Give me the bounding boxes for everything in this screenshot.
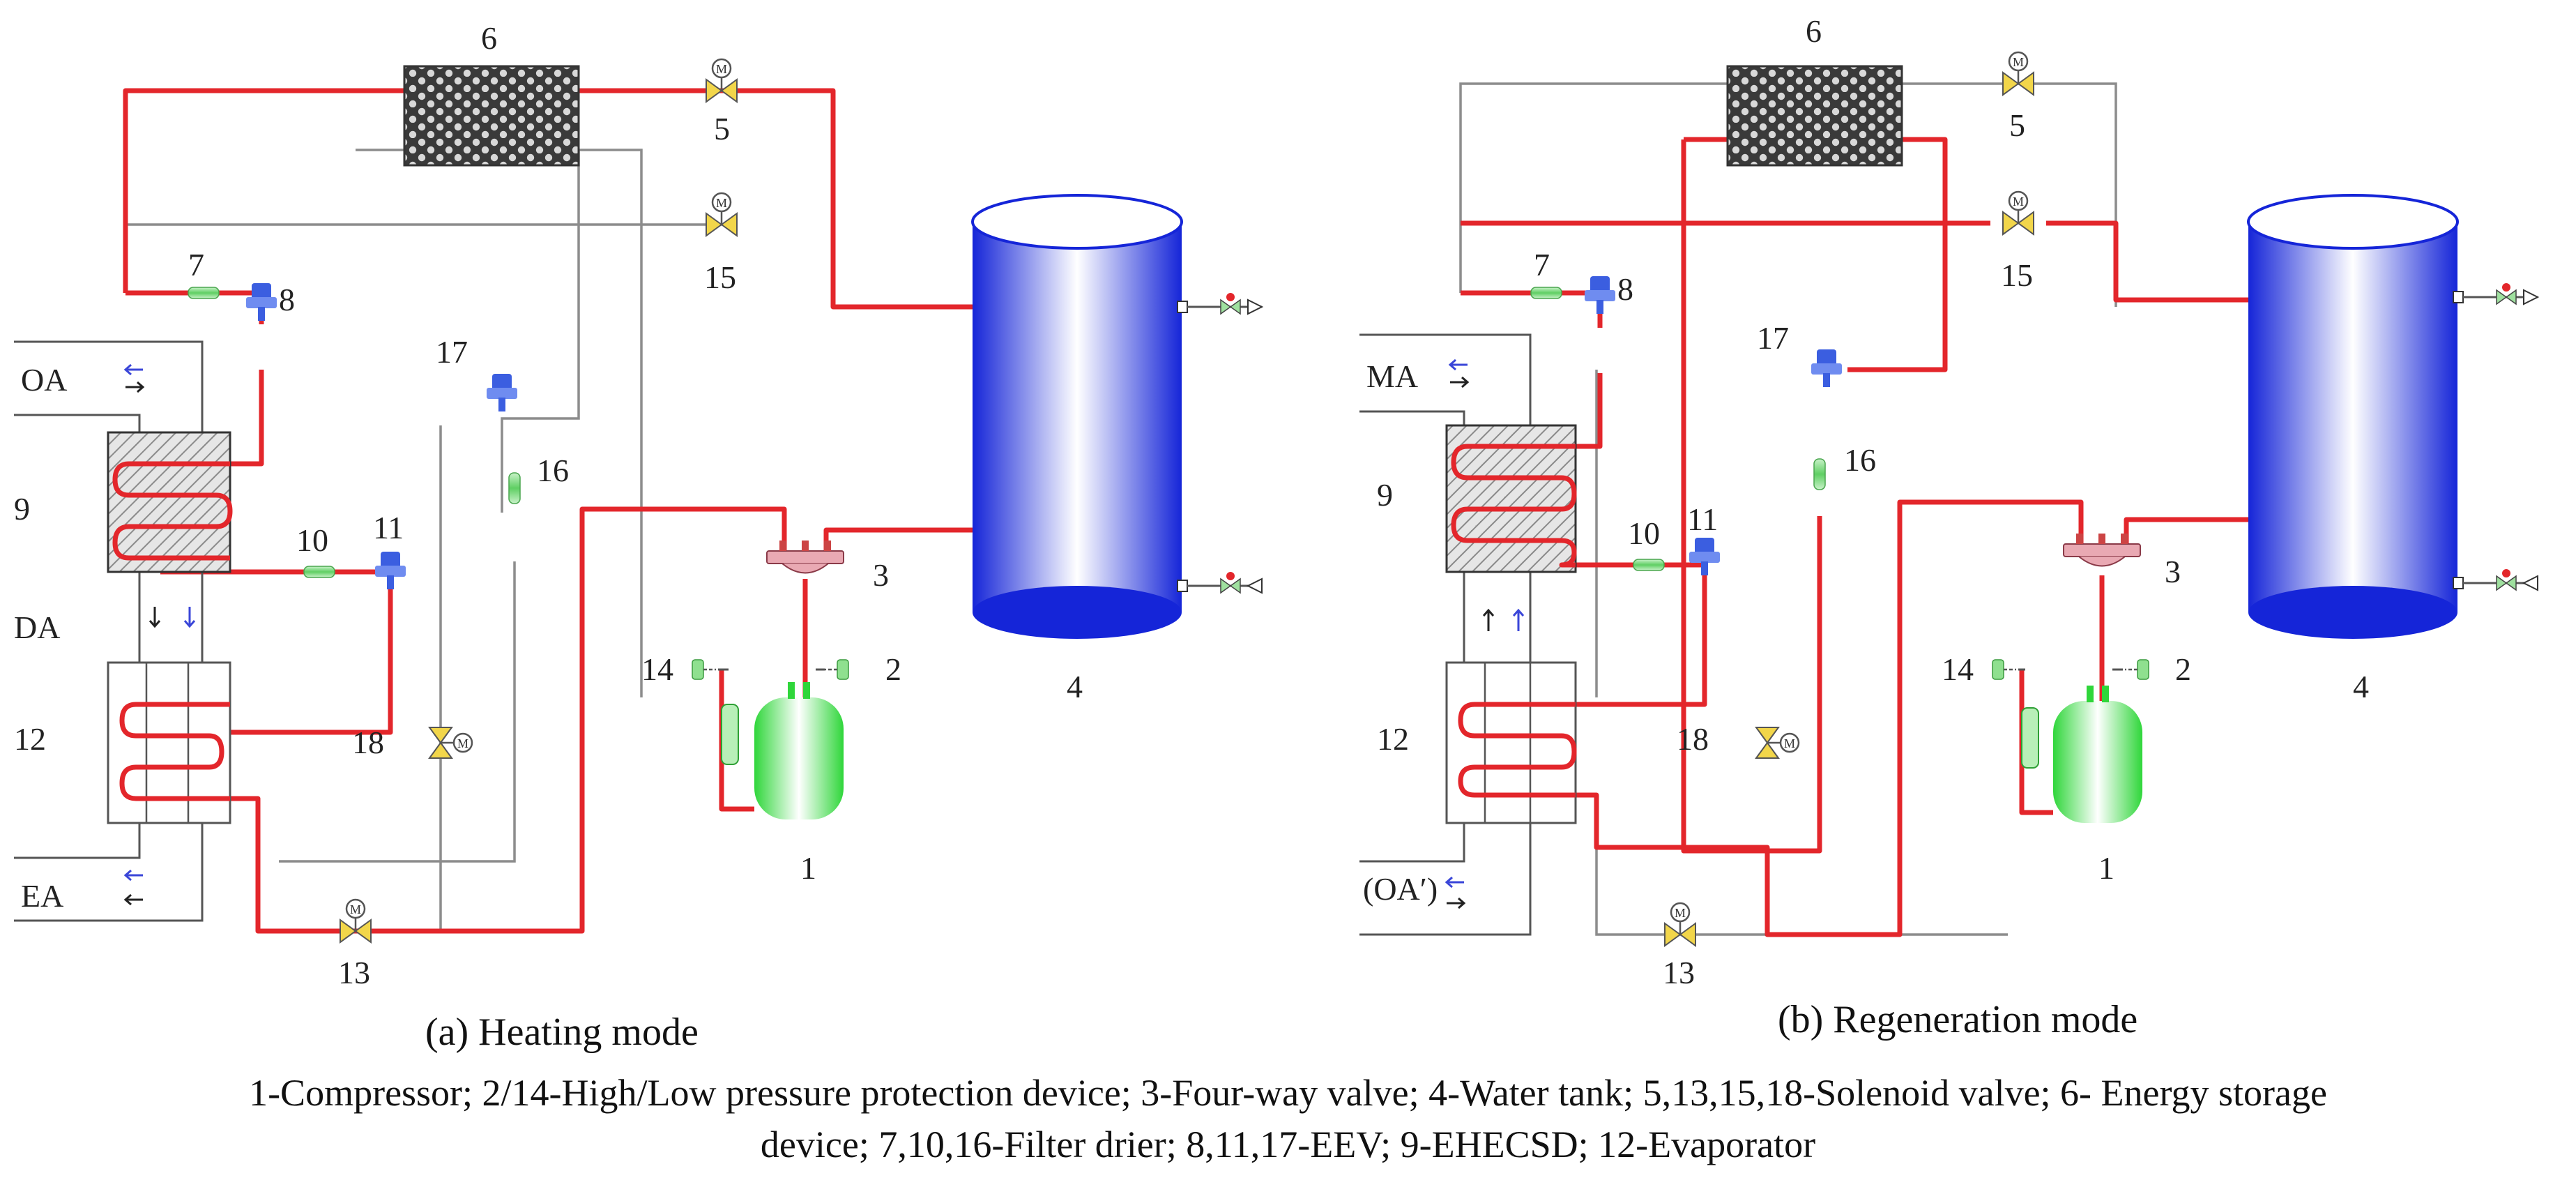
label-1: 1: [2098, 850, 2114, 886]
label-1: 1: [800, 850, 816, 886]
label-17: 17: [1757, 320, 1789, 356]
label-2: 2: [885, 651, 901, 687]
label-11: 11: [1687, 501, 1718, 537]
four-way-valve: [2063, 534, 2141, 567]
inactive-pipes: [125, 149, 722, 931]
label-3: 3: [873, 557, 889, 593]
label-6: 6: [1806, 13, 1822, 49]
eev-8: [1585, 276, 1615, 314]
active-pipes: [1461, 137, 2248, 937]
air-label-ma: MA: [1366, 358, 1418, 394]
label-8: 8: [279, 282, 295, 317]
ehecsd: [107, 431, 231, 573]
air-label-oa-prime: (OA′): [1363, 871, 1438, 907]
label-12: 12: [14, 721, 46, 757]
panel-heating-mode: 6 5 15 7 8 17 16 11 10 9 12 18 13 3 14 2…: [14, 20, 1264, 1054]
label-14: 14: [1942, 651, 1974, 687]
label-6: 6: [481, 20, 497, 56]
label-5: 5: [2009, 107, 2025, 143]
eev-11: [1689, 538, 1720, 575]
filter-drier-16: [1813, 458, 1826, 490]
legend-line-1: 1-Compressor; 2/14-High/Low pressure pro…: [249, 1072, 2327, 1114]
air-flow-arrows: [1445, 358, 1525, 909]
compressor: [721, 682, 844, 819]
air-ducts: [1359, 333, 1532, 936]
label-5: 5: [714, 111, 730, 146]
label-2: 2: [2175, 651, 2191, 687]
panel-regeneration-mode: 6 5 15 7 8 17 16 11 10 9 12 18 13 3 14 2…: [1359, 13, 2540, 1041]
valve-motor-label: M: [457, 736, 468, 750]
active-pipes: [123, 88, 973, 934]
air-ducts: [14, 340, 204, 922]
valve-motor-label: M: [2013, 195, 2024, 209]
eev-17: [487, 374, 517, 411]
label-10: 10: [1628, 515, 1660, 551]
label-12: 12: [1377, 721, 1409, 757]
eev-17: [1811, 349, 1842, 387]
valve-motor-label: M: [1675, 906, 1686, 920]
energy-storage-device: [403, 65, 580, 167]
ehecsd: [1445, 424, 1577, 573]
legend-line-2: device; 7,10,16-Filter drier; 8,11,17-EE…: [760, 1124, 1816, 1165]
label-18: 18: [1677, 721, 1709, 757]
air-label-oa: OA: [21, 362, 67, 398]
compressor: [2021, 686, 2142, 823]
label-17: 17: [436, 334, 468, 370]
energy-storage-device: [1726, 65, 1903, 167]
label-15: 15: [704, 259, 736, 295]
air-label-da: DA: [14, 610, 60, 645]
label-8: 8: [1617, 271, 1633, 307]
caption-heating-mode: (a) Heating mode: [425, 1011, 699, 1054]
caption-regeneration-mode: (b) Regeneration mode: [1778, 998, 2137, 1041]
label-10: 10: [296, 522, 328, 558]
evaporator: [1445, 661, 1577, 824]
valve-motor-label: M: [1784, 736, 1795, 750]
high-pressure-device-2: [2124, 658, 2150, 681]
low-pressure-device-14: [1991, 658, 2018, 681]
filter-drier-7: [188, 287, 220, 299]
label-7: 7: [1534, 247, 1550, 282]
valve-motor-label: M: [350, 902, 361, 916]
label-4: 4: [2353, 669, 2369, 704]
label-13: 13: [338, 955, 370, 990]
high-pressure-device-2: [823, 658, 850, 681]
four-way-valve: [766, 541, 844, 574]
label-7: 7: [188, 247, 204, 282]
valve-motor-label: M: [716, 196, 727, 210]
valve-motor-label: M: [716, 62, 727, 76]
filter-drier-16: [508, 472, 521, 504]
filter-drier-10: [1633, 559, 1665, 571]
eev-11: [375, 552, 406, 589]
label-3: 3: [2165, 554, 2181, 589]
filter-drier-7: [1530, 287, 1562, 299]
label-9: 9: [1377, 477, 1393, 513]
water-tank: [2247, 194, 2540, 639]
air-label-ea: EA: [21, 878, 63, 914]
label-14: 14: [641, 651, 673, 687]
label-16: 16: [537, 453, 569, 488]
water-tank: [971, 194, 1264, 639]
label-15: 15: [2001, 257, 2033, 293]
label-18: 18: [352, 725, 384, 760]
label-16: 16: [1844, 442, 1876, 478]
figure-legend: 1-Compressor; 2/14-High/Low pressure pro…: [0, 1067, 2576, 1170]
filter-drier-10: [303, 566, 335, 578]
valve-motor-label: M: [2013, 55, 2024, 69]
label-4: 4: [1067, 669, 1083, 704]
eev-8: [246, 283, 277, 321]
label-11: 11: [373, 510, 404, 545]
air-flow-arrows: [123, 363, 196, 906]
label-9: 9: [14, 491, 30, 527]
label-13: 13: [1663, 955, 1695, 990]
low-pressure-device-14: [691, 658, 717, 681]
